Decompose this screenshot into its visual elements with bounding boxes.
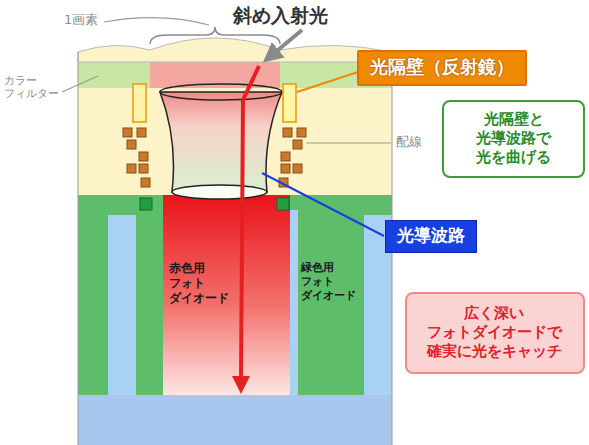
part-label: 配線 xyxy=(396,134,422,150)
wire-block xyxy=(283,128,292,137)
light-wall xyxy=(133,84,146,122)
callout-box: 光導波路 xyxy=(385,220,477,253)
pixel-brace xyxy=(150,27,280,44)
sensor-outline xyxy=(78,52,392,445)
wire-block xyxy=(127,140,136,149)
callout-box: 広く深い フォトダイオードで 確実に光をキャッチ xyxy=(405,292,585,374)
transfer-gate xyxy=(277,198,289,210)
arrow-head xyxy=(232,376,250,394)
photodiode-region: 赤色用 フォト ダイオード xyxy=(163,195,290,395)
wire-block xyxy=(293,164,302,173)
light-path-arrow xyxy=(241,66,259,378)
leader-line xyxy=(262,173,384,236)
light-label: 斜め入射光 xyxy=(233,4,328,27)
node-text: 赤色用 フォト ダイオード xyxy=(169,261,235,306)
wire-block xyxy=(127,164,136,173)
interlayer xyxy=(78,88,392,195)
waveguide-bottom xyxy=(172,185,267,199)
wiring xyxy=(123,128,306,187)
leader-line xyxy=(306,142,391,143)
transfer-gate xyxy=(140,198,152,210)
microlens xyxy=(78,38,392,62)
callout-box: 光隔壁（反射鏡） xyxy=(357,50,527,86)
wire-block xyxy=(137,128,146,137)
isolation-column xyxy=(108,215,136,395)
wire-block xyxy=(281,164,290,173)
wire-block xyxy=(293,140,302,149)
substrate-bottom xyxy=(78,395,392,445)
incident-light-arrow xyxy=(266,30,302,60)
node-text: 光隔壁と 光導波路で 光を曲げる xyxy=(454,110,573,166)
leader-line xyxy=(104,18,209,25)
wire-block xyxy=(139,152,148,161)
wire-block xyxy=(281,152,290,161)
wire-block xyxy=(123,128,132,137)
waveguide-top xyxy=(160,84,282,100)
wire-block xyxy=(297,128,306,137)
silicon-green xyxy=(78,195,392,395)
wire-block xyxy=(139,164,148,173)
node-text: 光導波路 xyxy=(396,225,466,246)
callout-box: 光隔壁と 光導波路で 光を曲げる xyxy=(442,100,585,178)
node-text: 広く深い フォトダイオードで 確実に光をキャッチ xyxy=(419,304,569,360)
node-text: 緑色用 フォト ダイオード xyxy=(301,261,363,302)
isolation-column xyxy=(290,210,298,395)
node-text: 光隔壁（反射鏡） xyxy=(369,56,515,79)
pixel-label: 1画素 xyxy=(64,12,98,28)
photodiode-region: 緑色用 フォト ダイオード xyxy=(298,195,364,395)
red-photodiode-area xyxy=(163,195,290,395)
light-waveguide xyxy=(160,92,282,192)
part-label: カラー フィルター xyxy=(4,74,62,100)
wire-block xyxy=(141,178,150,187)
leader-line xyxy=(297,72,358,92)
leader-line xyxy=(62,76,98,92)
light-wall xyxy=(283,84,296,122)
